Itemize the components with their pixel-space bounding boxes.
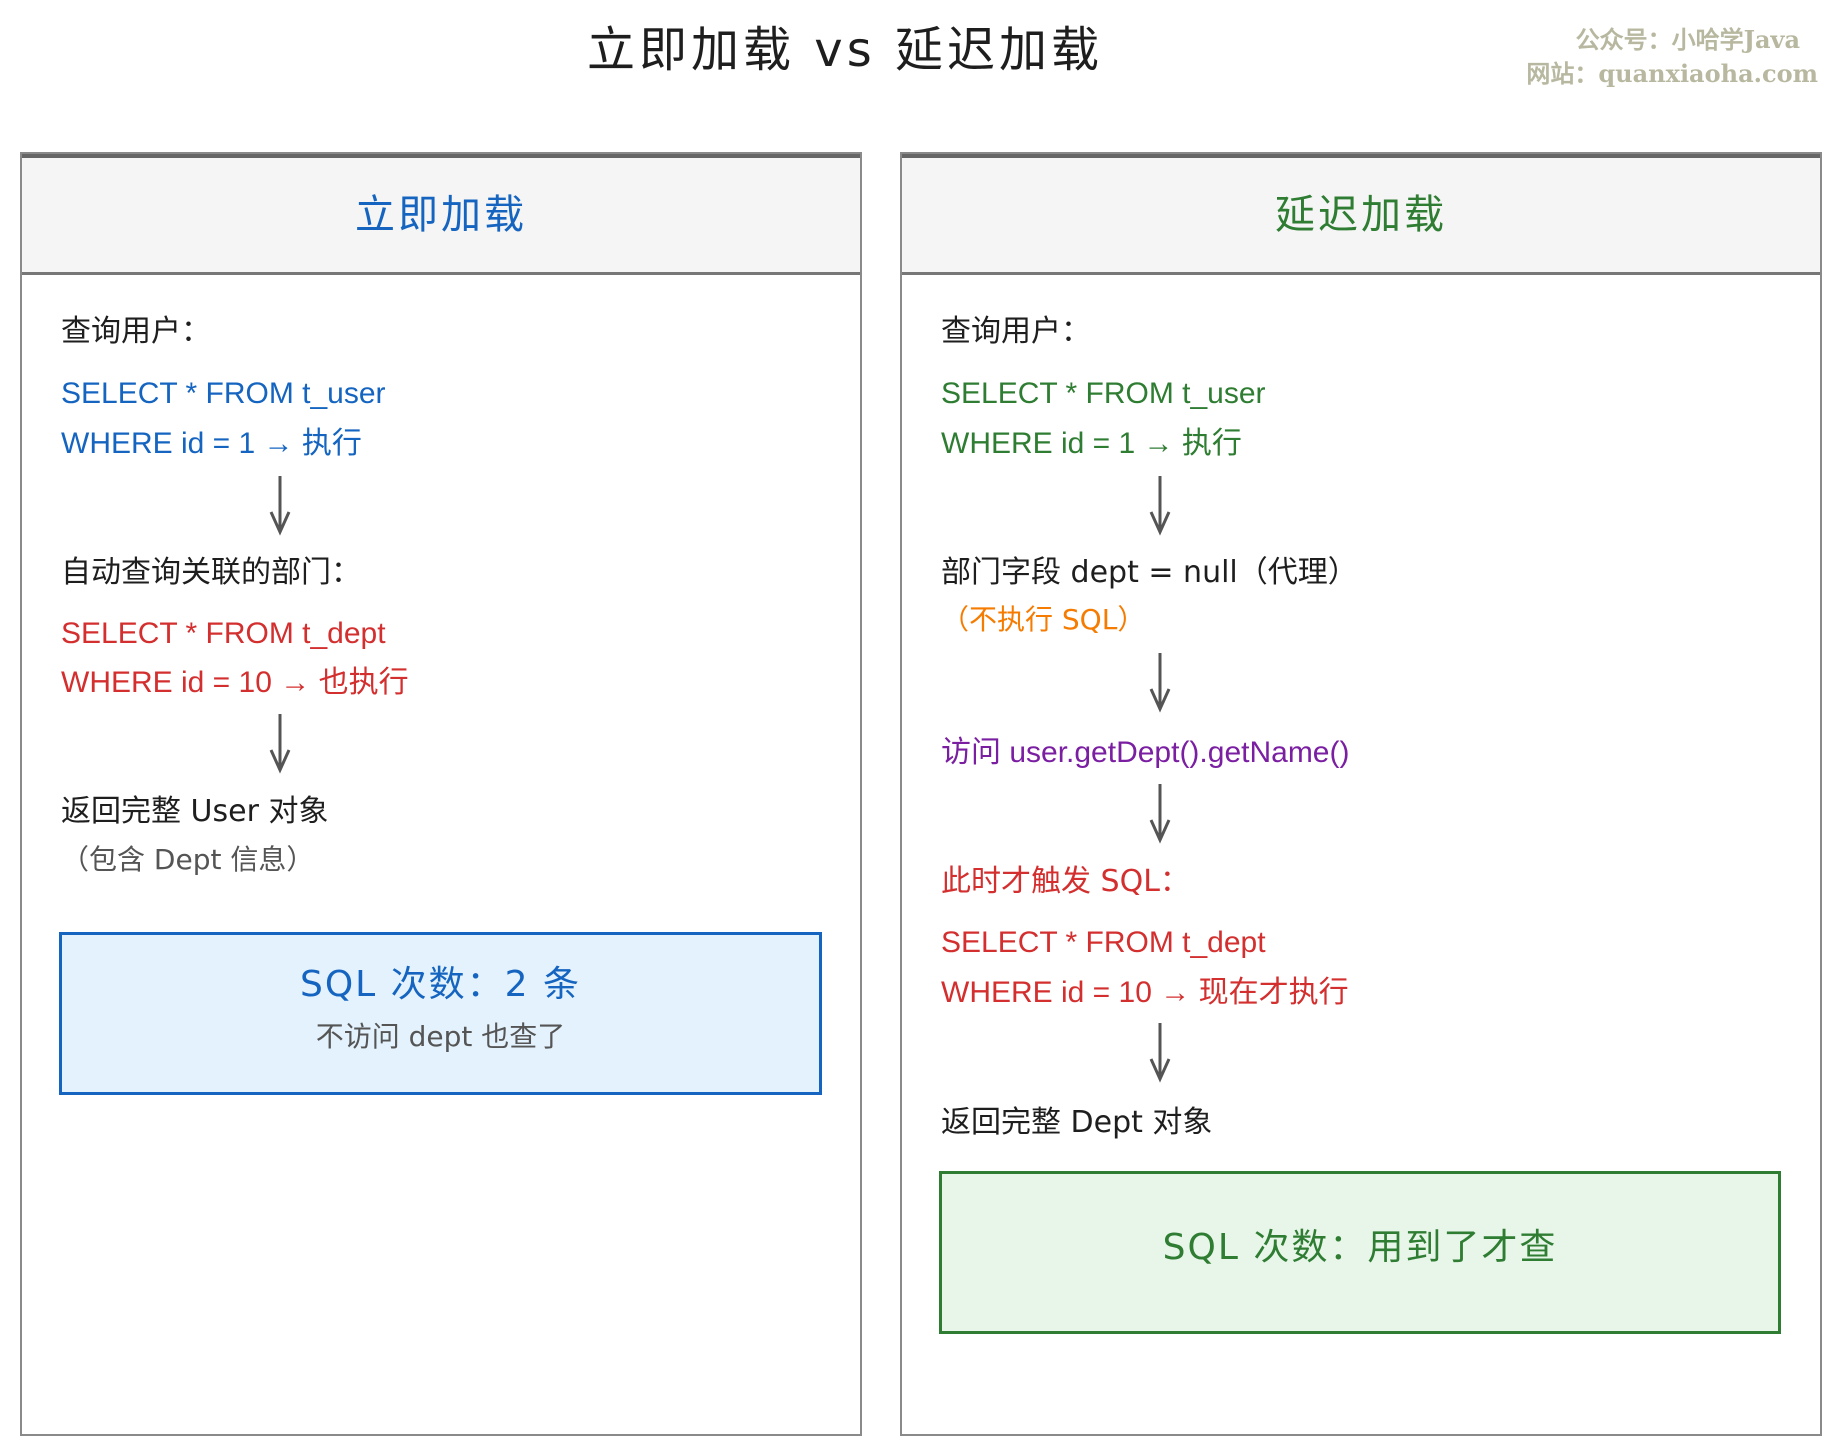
lazy-summary-box: SQL 次数：用到了才查 — [939, 1171, 1781, 1334]
down-arrow-icon — [1149, 653, 1171, 713]
lazy-summary-title: SQL 次数：用到了才查 — [1162, 1227, 1558, 1268]
eager-summary-note: 不访问 dept 也查了 — [315, 1020, 566, 1053]
left-sql1-line1: SELECT * FROM t_user — [61, 377, 386, 410]
right-trigger-label: 此时才触发 SQL： — [941, 864, 1190, 899]
eager-loading-header: 立即加载 — [22, 154, 860, 275]
right-query-label: 查询用户： — [941, 314, 1091, 349]
down-arrow-icon — [1149, 476, 1171, 536]
left-return-label: 返回完整 User 对象 — [61, 794, 329, 829]
right-return-label: 返回完整 Dept 对象 — [941, 1105, 1213, 1140]
eager-summary-title: SQL 次数：2 条 — [299, 964, 582, 1005]
left-sql2-line1: SELECT * FROM t_dept — [61, 617, 386, 650]
left-query-label: 查询用户： — [61, 314, 211, 349]
watermark-line1: 公众号：小哈学Java — [1575, 25, 1800, 54]
eager-loading-panel: 立即加载 — [20, 152, 862, 1436]
right-sql2-line2: WHERE id = 10 → 现在才执行 — [941, 976, 1349, 1009]
left-sql2-line2: WHERE id = 10 → 也执行 — [61, 666, 409, 699]
right-sql2-line1: SELECT * FROM t_dept — [941, 926, 1266, 959]
down-arrow-icon — [269, 476, 291, 536]
down-arrow-icon — [269, 714, 291, 774]
right-field-label: 部门字段 dept = null（代理） — [941, 555, 1358, 590]
left-sql1-line2: WHERE id = 1 → 执行 — [61, 427, 362, 460]
left-auto-label: 自动查询关联的部门： — [61, 555, 361, 590]
right-access-label: 访问 user.getDept().getName() — [941, 736, 1350, 769]
right-sql1-line2: WHERE id = 1 → 执行 — [941, 427, 1242, 460]
watermark-line2: 网站：quanxiaoha.com — [1526, 59, 1818, 88]
right-field-note: （不执行 SQL） — [941, 603, 1146, 636]
right-sql1-line1: SELECT * FROM t_user — [941, 377, 1266, 410]
left-return-note: （包含 Dept 信息） — [61, 843, 315, 876]
lazy-loading-header: 延迟加载 — [902, 154, 1820, 275]
diagram-title: 立即加载 vs 延迟加载 — [587, 22, 1103, 78]
eager-summary-box: SQL 次数：2 条 不访问 dept 也查了 — [59, 932, 822, 1095]
down-arrow-icon — [1149, 784, 1171, 844]
down-arrow-icon — [1149, 1023, 1171, 1083]
